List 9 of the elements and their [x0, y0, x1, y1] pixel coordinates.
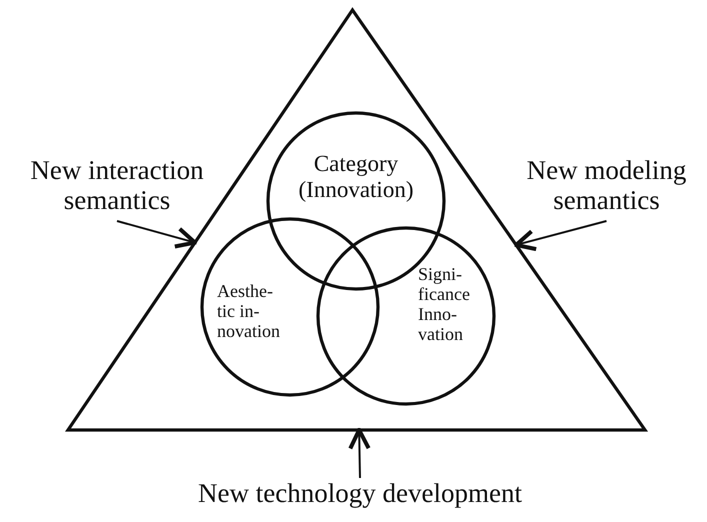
arrow	[116, 220, 197, 249]
circle-label: Aesthe- tic in- novation	[217, 281, 280, 342]
arrow	[514, 220, 607, 252]
circle-label: Category (Innovation)	[298, 151, 414, 202]
influence-label: New technology development	[197, 478, 523, 508]
arrow	[348, 428, 371, 478]
influence-label: New interaction semantics	[29, 155, 205, 216]
circle-label: Signi- ficance Inno- vation	[418, 264, 470, 345]
influence-label: New modeling semantics	[526, 155, 688, 216]
